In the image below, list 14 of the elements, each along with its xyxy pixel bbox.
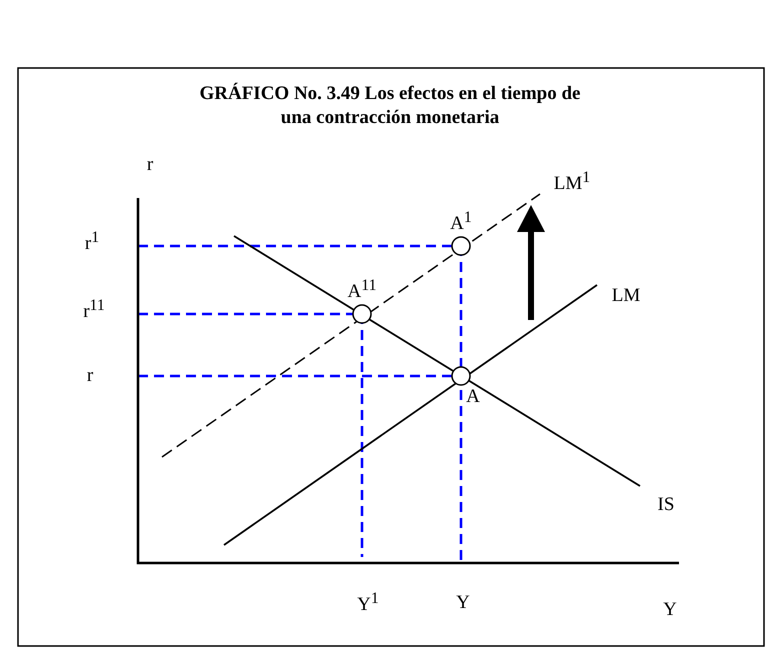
tick-label: Y — [456, 592, 470, 614]
point-label: A$^{11}$ — [348, 276, 376, 304]
tick-label: r — [86, 365, 94, 387]
tick-label: r$^{1}$ — [84, 228, 100, 256]
curve-label: LM — [612, 285, 640, 307]
curve-label: IS — [658, 494, 674, 516]
tick-label: r$^{11}$ — [83, 296, 105, 324]
chart-title: GRÁFICO No. 3.49 Los efectos en el tiempo de una contracción monetaria — [198, 82, 582, 130]
tick-label: Y$^{1}$ — [357, 590, 379, 616]
axis-label: r — [146, 154, 154, 176]
point-label: A$^{1}$ — [450, 208, 472, 236]
point-label: A — [466, 386, 480, 408]
axis-label: Y — [663, 599, 677, 621]
curve-label: LM$^{1}$ — [554, 168, 590, 196]
